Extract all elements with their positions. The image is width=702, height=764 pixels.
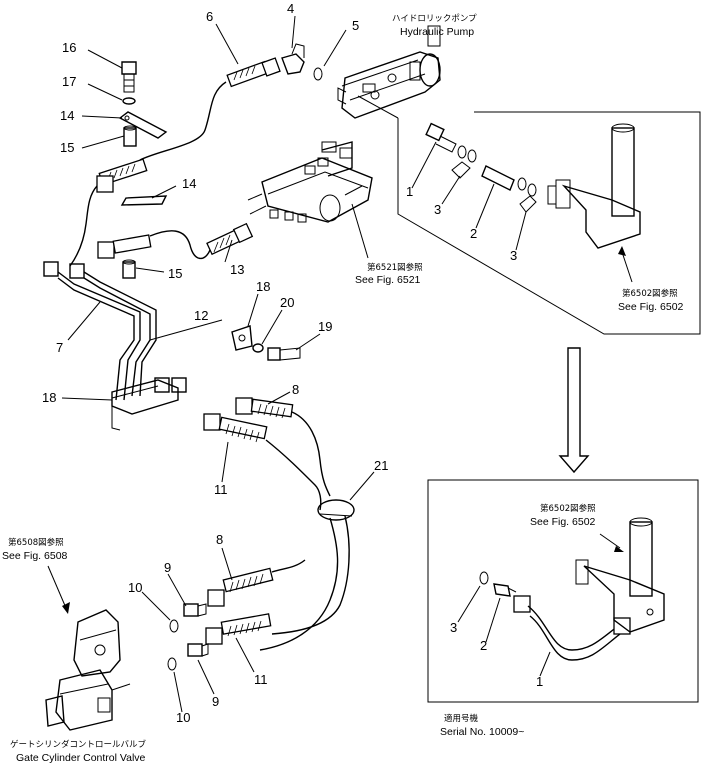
elbow-4: [281, 43, 305, 75]
callout-8a: 8: [292, 382, 299, 397]
arrow-fig6502a: [621, 251, 633, 283]
manifold-18b: [111, 377, 187, 431]
arrow-fig6508-head: [62, 602, 70, 614]
fig6521-label-en: See Fig. 6521: [355, 274, 421, 286]
hydraulic-pump: [337, 25, 441, 119]
callout-9a: 9: [164, 560, 171, 575]
o-ring-10b: [167, 657, 177, 671]
clamp-14a: [118, 111, 168, 139]
hose-run-lower-a: [259, 517, 339, 651]
inset-bottom-frame: [427, 479, 699, 703]
callout-13: 13: [230, 262, 244, 277]
hose-11-lower: [205, 613, 272, 645]
fig6521-label-jp: 第6521図参照: [367, 262, 423, 273]
valve-label-jp: ゲートシリンダコントロールバルブ: [10, 739, 147, 750]
fig6508-label-en: See Fig. 6508: [2, 550, 68, 562]
callout-20: 20: [280, 295, 294, 310]
callout-inset-3a: 3: [434, 202, 441, 217]
hose-6: [139, 57, 281, 161]
callout-10a: 10: [128, 580, 142, 595]
hose-8-upper: [235, 397, 331, 497]
callout-11b: 11: [254, 672, 268, 687]
callout-7: 7: [56, 340, 63, 355]
arrow-fig6502b: [599, 533, 621, 549]
callout-bottom-1: 1: [536, 674, 543, 689]
o-ring-5: [313, 67, 323, 81]
spacer-15b: [122, 259, 136, 279]
callout-18b: 18: [42, 390, 56, 405]
callout-inset-1: 1: [406, 184, 413, 199]
arrow-fig6502b-head: [614, 546, 624, 552]
callout-6: 6: [206, 9, 213, 24]
washer-20: [252, 343, 264, 353]
bracket-18a: [231, 325, 253, 351]
bolt-16: [121, 61, 137, 93]
callout-21: 21: [374, 458, 388, 473]
callout-5: 5: [352, 18, 359, 33]
fig6502b-label-jp: 第6502図参照: [540, 503, 596, 514]
fig6502a-label-jp: 第6502図参照: [622, 288, 678, 299]
hose-run-lower-b: [271, 515, 350, 635]
callout-9b: 9: [212, 694, 219, 709]
hose-upper-left: [69, 158, 148, 267]
callout-14a: 14: [60, 108, 74, 123]
callout-15b: 15: [168, 266, 182, 281]
fig6502a-label-en: See Fig. 6502: [618, 301, 684, 313]
down-arrow: [558, 347, 590, 474]
fig6508-label-jp: 第6508図参照: [8, 537, 64, 548]
serial-label-en: Serial No. 10009~: [440, 726, 524, 738]
pump-label-jp: ハイドロリックポンプ: [392, 14, 477, 24]
clamp-21: [317, 499, 355, 521]
leader-lines: [61, 15, 551, 713]
callout-16: 16: [62, 40, 76, 55]
callout-17: 17: [62, 74, 76, 89]
callout-inset-2: 2: [470, 226, 477, 241]
valve-label-en: Gate Cylinder Control Valve: [16, 752, 146, 764]
inset-top: [397, 111, 701, 335]
callout-10b: 10: [176, 710, 190, 725]
fig6502b-label-en: See Fig. 6502: [530, 516, 596, 528]
spacer-15a: [123, 125, 137, 147]
hose-8-lower: [207, 559, 306, 607]
callout-bottom-2: 2: [480, 638, 487, 653]
callout-14b: 14: [182, 176, 196, 191]
callout-18a: 18: [256, 279, 270, 294]
callout-15a: 15: [60, 140, 74, 155]
inset-bottom: [479, 517, 665, 661]
control-valve-top: [247, 141, 373, 223]
pump-label-en: Hydraulic Pump: [400, 26, 474, 38]
connector-9a: [183, 603, 207, 617]
hose-11-upper: [203, 413, 322, 511]
callout-4: 4: [287, 1, 294, 16]
inset-top-pointer: [357, 95, 399, 119]
washer-17: [122, 97, 136, 105]
callout-19: 19: [318, 319, 332, 334]
callout-8b: 8: [216, 532, 223, 547]
leader-12: [149, 319, 223, 341]
o-ring-10a: [169, 619, 179, 633]
clamp-14b: [120, 195, 168, 206]
bolt-19: [267, 347, 301, 361]
callout-numbers: 6 4 5 16 17 14 15 14 15 13 7 12 18 20 19…: [42, 1, 543, 725]
arrow-fig6502a-head: [618, 246, 626, 256]
callout-bottom-3: 3: [450, 620, 457, 635]
arrow-fig6508: [47, 565, 67, 609]
callout-inset-3b: 3: [510, 248, 517, 263]
callout-12: 12: [194, 308, 208, 323]
serial-label-jp: 適用号機: [444, 713, 479, 724]
tube-7: [43, 261, 157, 401]
hose-13: [97, 222, 254, 260]
connector-9b: [187, 643, 209, 657]
gate-cylinder-control-valve: [45, 609, 131, 731]
callout-11a: 11: [214, 482, 228, 497]
